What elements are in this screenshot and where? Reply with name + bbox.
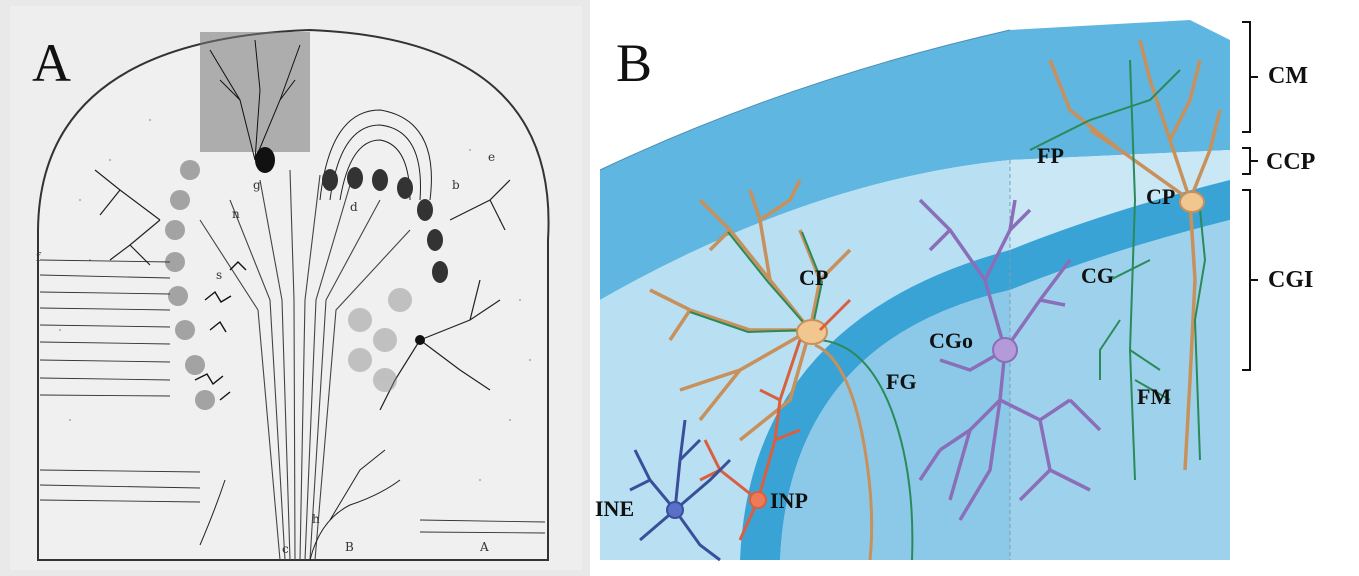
drawing-mark-b-lower: b <box>452 178 460 192</box>
label-cg: CG <box>1081 265 1114 287</box>
cerebellar-cortex-schematic <box>590 0 1359 576</box>
panel-a-letter: A <box>32 36 71 90</box>
label-cp-right: CP <box>1146 186 1175 208</box>
label-fg: FG <box>886 371 917 393</box>
panel-b-letter: B <box>616 36 652 90</box>
label-fm: FM <box>1137 386 1171 408</box>
label-fp: FP <box>1037 145 1064 167</box>
drawing-mark-n: n <box>232 207 240 221</box>
drawing-mark-h: h <box>312 512 320 526</box>
label-cgo: CGo <box>929 330 973 352</box>
label-cp-left: CP <box>799 267 828 289</box>
panel-b: B CP FP CP CG CGo FG FM INE INP CM CCP C… <box>590 0 1359 576</box>
drawing-mark-d: d <box>350 200 358 214</box>
panel-a: A c B A f g n d b s h e <box>0 0 590 576</box>
interneuron-p-body <box>750 492 766 508</box>
drawing-mark-e: e <box>488 150 495 164</box>
drawing-mark-c: c <box>282 542 289 556</box>
drawing-mark-a: A <box>480 540 489 554</box>
purkinje-cell-body-right <box>1180 192 1204 212</box>
label-ine: INE <box>595 498 634 520</box>
label-inp: INP <box>770 490 808 512</box>
cerebellar-folium-drawing <box>0 0 590 576</box>
layer-label-cm: CM <box>1268 64 1308 88</box>
drawing-mark-b: B <box>345 540 354 554</box>
interneuron-e-body <box>667 502 683 518</box>
layer-label-cgi: CGI <box>1268 268 1313 292</box>
drawing-mark-f: f <box>36 250 40 264</box>
purkinje-cell-body-left <box>797 320 827 344</box>
drawing-mark-s: s <box>216 268 222 282</box>
layer-label-ccp: CCP <box>1266 150 1315 174</box>
drawing-mark-g: g <box>253 178 261 192</box>
golgi-cell-body <box>993 338 1017 362</box>
